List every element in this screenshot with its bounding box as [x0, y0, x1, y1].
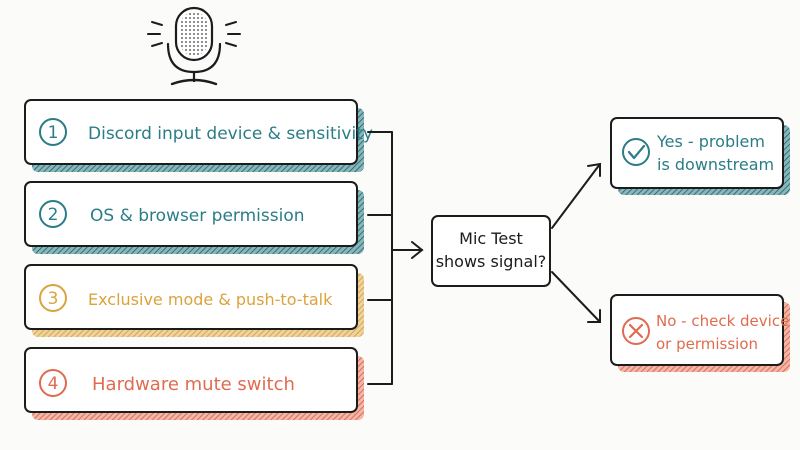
step-number-3: 3	[48, 289, 59, 309]
step-card-1: 1 Discord input device & sensitivity	[24, 99, 373, 172]
outcome-yes-box	[610, 117, 784, 189]
step-label-4: Hardware mute switch	[92, 374, 295, 395]
step-card-4: 4 Hardware mute switch	[24, 347, 364, 420]
bracket-connector	[367, 131, 424, 385]
step-number-1: 1	[48, 123, 59, 143]
outcome-yes-line-2: is downstream	[657, 155, 774, 174]
outcome-yes-line-1: Yes - problem	[656, 132, 765, 151]
step-card-1-box	[24, 99, 358, 165]
step-card-2-box	[24, 181, 358, 247]
step-card-4-box	[24, 347, 358, 413]
step-number-circle-1	[39, 118, 67, 146]
decision-line-2: shows signal?	[436, 252, 547, 271]
step-card-3: 3 Exclusive mode & push-to-talk	[24, 264, 364, 337]
outcome-no-line-1: No - check device	[656, 312, 789, 330]
decision-line-1: Mic Test	[459, 229, 523, 248]
outcome-yes-card: Yes - problem is downstream	[610, 117, 790, 195]
outcome-no-box	[610, 294, 784, 366]
step-number-circle-4	[39, 369, 67, 397]
outcome-no-line-2: or permission	[656, 335, 758, 353]
step-card-3-box	[24, 264, 358, 330]
step-number-circle-2	[39, 200, 67, 228]
step-number-circle-3	[39, 284, 67, 312]
decision-node: Mic Test shows signal?	[431, 215, 551, 287]
step-number-2: 2	[48, 205, 59, 225]
arrow-yes	[551, 163, 601, 229]
step-label-2: OS & browser permission	[90, 206, 305, 226]
step-label-1: Discord input device & sensitivity	[88, 124, 373, 144]
microphone-icon	[147, 6, 241, 86]
arrow-no	[551, 271, 601, 323]
decision-box	[431, 215, 551, 287]
x-circle-icon	[622, 317, 650, 345]
check-circle-icon	[622, 138, 650, 166]
step-number-4: 4	[48, 374, 59, 394]
outcome-no-card: No - check device or permission	[610, 294, 790, 372]
branch-arrows	[551, 162, 601, 323]
step-card-2: 2 OS & browser permission	[24, 181, 364, 254]
step-label-3: Exclusive mode & push-to-talk	[88, 290, 333, 309]
